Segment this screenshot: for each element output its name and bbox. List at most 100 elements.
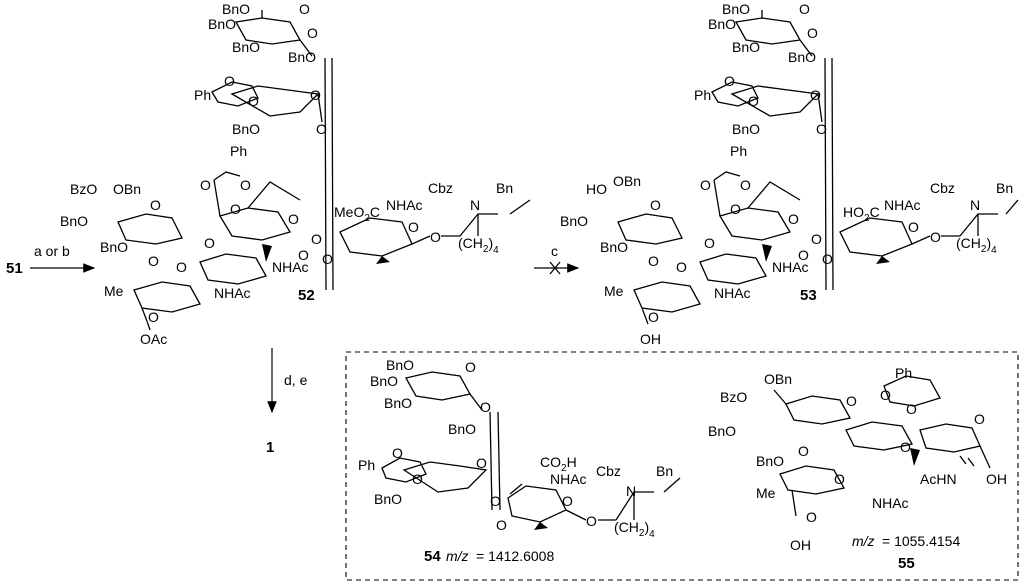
ring-oxygen: O — [700, 177, 711, 193]
group-nhac: NHAc — [772, 259, 809, 275]
ring-oxygen: O — [148, 309, 159, 325]
group-bno: BnO — [722, 1, 750, 17]
group-n: N — [470, 197, 480, 213]
group-cbz: Cbz — [930, 180, 955, 196]
group-nhac: NHAc — [386, 197, 423, 213]
group-bno: BnO — [288, 49, 316, 65]
svg-text:CO2H: CO2H — [540, 454, 577, 474]
compound-54-labels: BnO BnO BnO BnO O O Ph O O O BnO O O CO2… — [358, 357, 673, 540]
group-co2h: CO2H — [540, 454, 577, 474]
glycosidic-oxygen: O — [648, 253, 659, 269]
glycosidic-oxygen: O — [148, 253, 159, 269]
ring-oxygen: O — [906, 401, 917, 417]
glycosidic-oxygen: O — [798, 443, 809, 459]
compound-52-labels: BnO BnO BnO BnO O O Ph O O O BnO O Ph O … — [60, 1, 513, 347]
mz-label-54: m/z — [446, 548, 469, 564]
group-bno: BnO — [756, 453, 784, 469]
group-oh: OH — [986, 471, 1007, 487]
ring-oxygen: O — [816, 121, 827, 137]
ring-oxygen: O — [476, 455, 487, 471]
glycosidic-oxygen: O — [204, 235, 215, 251]
ring-oxygen: O — [880, 387, 891, 403]
glycosidic-oxygen: O — [322, 251, 333, 267]
linker-oxygen: O — [586, 513, 597, 529]
linker-ch2-4: (CH2)4 — [458, 235, 499, 256]
compound-53-structure — [617, 10, 1019, 325]
group-ho: HO — [586, 181, 607, 197]
group-bno: BnO — [222, 1, 250, 17]
ring-oxygen: O — [288, 211, 299, 227]
group-bn: Bn — [496, 180, 513, 196]
ring-oxygen: O — [310, 87, 321, 103]
linker-oxygen: O — [930, 229, 941, 245]
svg-text:MeO2C: MeO2C — [334, 204, 380, 224]
group-me: Me — [104, 283, 124, 299]
condition-a-or-b: a or b — [34, 243, 70, 259]
ring-oxygen: O — [806, 509, 817, 525]
group-bno: BnO — [732, 39, 760, 55]
linker-ch2-4: (CH2)4 — [956, 235, 997, 256]
svg-text:(CH2)4: (CH2)4 — [614, 519, 655, 540]
ring-oxygen: O — [834, 471, 845, 487]
svg-text:(CH2)4: (CH2)4 — [458, 235, 499, 256]
group-bno: BnO — [100, 239, 128, 255]
group-nhac: NHAc — [884, 197, 921, 213]
cross-mark — [549, 261, 561, 275]
compound-label-55: 55 — [898, 555, 915, 572]
compound-53-labels: BnO BnO BnO BnO O O Ph O O O BnO O Ph O … — [560, 1, 1013, 347]
group-bno: BnO — [732, 121, 760, 137]
ring-oxygen: O — [200, 177, 211, 193]
group-n: N — [970, 197, 980, 213]
ring-oxygen: O — [412, 471, 423, 487]
compound-label-51: 51 — [6, 260, 23, 277]
group-nhac: NHAc — [714, 285, 751, 301]
ring-oxygen: O — [248, 93, 259, 109]
ring-oxygen: O — [176, 259, 187, 275]
group-bno: BnO — [386, 357, 414, 373]
group-ph: Ph — [694, 87, 711, 103]
ring-oxygen: O — [316, 121, 327, 137]
group-nhac: NHAc — [872, 495, 909, 511]
compound-label-1: 1 — [266, 439, 274, 456]
group-oh: OH — [790, 537, 811, 553]
ring-oxygen: O — [724, 73, 735, 89]
ring-oxygen: O — [740, 177, 751, 193]
group-bno: BnO — [208, 16, 236, 32]
glycosidic-oxygen: O — [822, 251, 833, 267]
ring-oxygen: O — [974, 411, 985, 427]
group-bno: BnO — [60, 213, 88, 229]
group-meo2c: MeO2C — [334, 204, 380, 224]
glycosidic-oxygen: O — [811, 231, 822, 247]
group-cbz: Cbz — [596, 463, 621, 479]
linker-ch2-4: (CH2)4 — [614, 519, 655, 540]
ring-oxygen: O — [807, 25, 818, 41]
group-ho2c: HO2C — [843, 204, 880, 224]
compound-55-labels: OBn BzO BnO O BnO O Me O NHAc O OH Ph O … — [708, 365, 1007, 553]
svg-text:HO2C: HO2C — [843, 204, 880, 224]
compound-55-structure — [773, 375, 991, 517]
compound-52-structure — [117, 10, 531, 331]
ring-oxygen: O — [788, 211, 799, 227]
ring-oxygen: O — [562, 493, 573, 509]
ring-oxygen: O — [224, 73, 235, 89]
glycosidic-oxygen: O — [496, 517, 507, 533]
group-ph: Ph — [358, 457, 375, 473]
svg-text:(CH2)4: (CH2)4 — [956, 235, 997, 256]
ring-oxygen: O — [730, 201, 741, 217]
group-nhac: NHAc — [272, 259, 309, 275]
ring-oxygen: O — [299, 1, 310, 17]
mz-label-55: m/z — [852, 533, 875, 549]
ring-oxygen: O — [748, 93, 759, 109]
ring-oxygen: O — [480, 399, 491, 415]
ring-oxygen: O — [676, 259, 687, 275]
group-bno: BnO — [232, 39, 260, 55]
group-obn: OBn — [764, 371, 792, 387]
ring-oxygen: O — [650, 197, 661, 213]
group-bno: BnO — [370, 373, 398, 389]
group-ph: Ph — [730, 143, 747, 159]
ring-oxygen: O — [240, 177, 251, 193]
group-bno: BnO — [708, 423, 736, 439]
group-bno: BnO — [788, 49, 816, 65]
group-bno: BnO — [560, 213, 588, 229]
glycosidic-oxygen: O — [311, 231, 322, 247]
